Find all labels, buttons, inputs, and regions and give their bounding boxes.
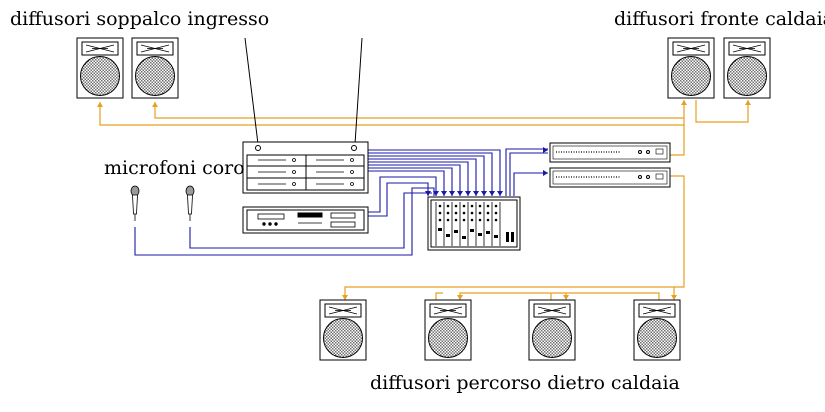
speaker-path-2 [424, 299, 472, 361]
player-deck-icon [242, 206, 369, 234]
speaker-path-3 [528, 299, 576, 361]
cable-front-link [695, 100, 749, 123]
speaker-path-1 [319, 299, 367, 361]
microphone-1-icon [130, 185, 140, 222]
cable-path-link-c [435, 292, 443, 300]
label-entrance-speakers: diffusori soppalco ingresso [10, 8, 270, 30]
label-boiler-front-speakers: diffusori fronte caldaia [614, 8, 825, 30]
microphone-2-icon [185, 185, 195, 222]
amplifier-2-icon [549, 167, 671, 188]
speaker-entrance-2 [131, 37, 179, 99]
speaker-front-1 [667, 37, 715, 99]
cable-amp-to-entrance-right [154, 102, 684, 119]
link-arrows [425, 147, 548, 196]
audio-links [134, 148, 548, 256]
label-boiler-path-speakers: diffusori percorso dietro caldaia [370, 372, 680, 394]
speaker-path-4 [633, 299, 681, 361]
speaker-arrows [97, 100, 751, 300]
antenna-right [354, 37, 363, 145]
cable-amp-to-path-1 [344, 175, 685, 300]
speaker-cables [99, 100, 749, 300]
cable-path-link-a [459, 292, 660, 300]
label-choir-mics: microfoni coro [104, 157, 245, 179]
speaker-front-2 [723, 37, 771, 99]
antenna-left [244, 37, 259, 145]
speaker-entrance-1 [76, 37, 124, 99]
mixer-console-icon [427, 196, 521, 251]
receiver-rack-icon [242, 141, 369, 194]
amplifier-1-icon [549, 142, 671, 163]
